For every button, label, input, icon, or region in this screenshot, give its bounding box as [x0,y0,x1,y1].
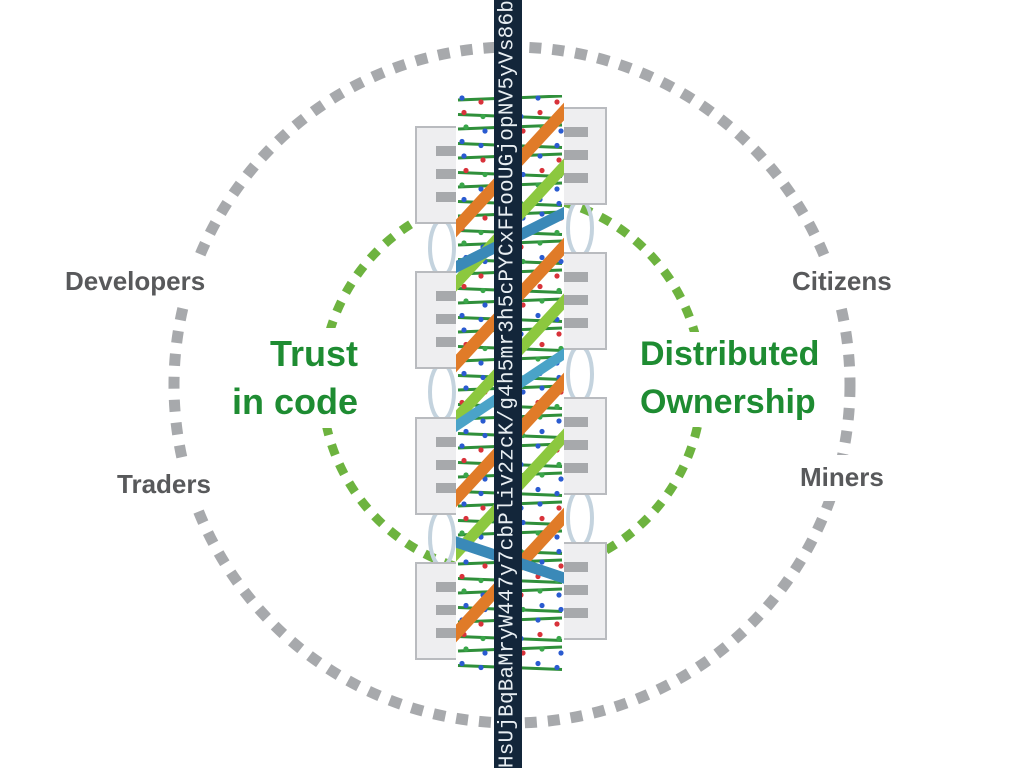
hash-text: HsUjBqBaMryW447y7cbPliv2zcK/g4h5mr3h5cPY… [496,0,520,768]
stakeholder-developers: Developers [65,266,206,296]
principle-trust-line2: in code [231,381,358,422]
principle-distributed-ownership: Distributed Ownership [640,330,819,426]
stakeholder-citizens: Citizens [792,266,892,296]
principle-ownership-line2: Ownership [640,383,816,421]
stakeholder-traders: Traders [117,469,211,499]
stakeholder-miners: Miners [800,462,884,492]
principle-trust-line1: Trust [269,333,358,374]
principle-trust-in-code: Trust in code [218,330,358,426]
hash-strip: HsUjBqBaMryW447y7cbPliv2zcK/g4h5mr3h5cPY… [494,0,522,768]
principle-ownership-line1: Distributed [640,335,820,373]
